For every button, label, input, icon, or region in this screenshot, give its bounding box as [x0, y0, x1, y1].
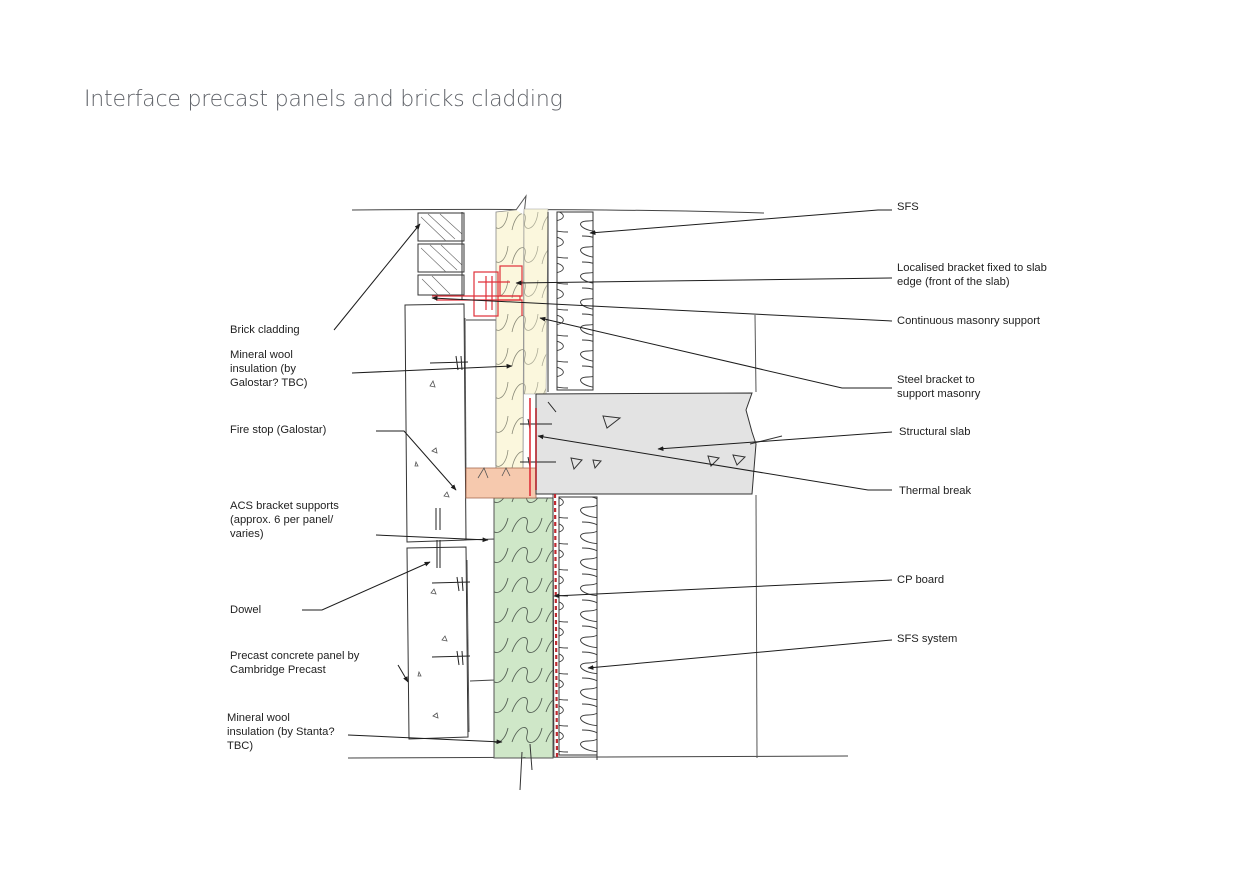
label-localised-bracket: Localised bracket fixed to slab edge (fr… — [897, 262, 1047, 288]
cp-board — [552, 493, 559, 758]
label-sfs-system: SFS system — [897, 633, 958, 645]
bottom-boundary-line — [347, 755, 849, 759]
precast-panel-upper — [404, 303, 467, 543]
label-mineral-wool-stanta: Mineral wool insulation (by Stanta? TBC) — [227, 712, 335, 752]
back-wall-lines — [754, 314, 758, 759]
label-cp-board: CP board — [897, 574, 945, 586]
thermal-break — [529, 398, 537, 496]
label-continuous-support: Continuous masonry support — [897, 315, 1041, 327]
label-thermal-break: Thermal break — [899, 485, 972, 497]
slab-aggregate-marks — [570, 415, 747, 471]
cavity-lines — [463, 319, 497, 682]
sfs-lower — [558, 496, 598, 760]
label-mineral-wool-galostar: Mineral wool insulation (by Galostar? TB… — [230, 349, 308, 389]
label-precast-panel: Precast concrete panel by Cambridge Prec… — [230, 650, 360, 676]
label-structural-slab: Structural slab — [899, 426, 971, 438]
label-sfs: SFS — [897, 201, 919, 213]
label-steel-bracket: Steel bracket to support masonry — [897, 374, 981, 400]
precast-panel-lower — [406, 546, 470, 740]
brick-cladding — [417, 212, 465, 300]
fire-stop — [465, 467, 537, 499]
top-boundary-line — [351, 208, 765, 214]
label-dowel: Dowel — [230, 604, 262, 616]
leader-lines — [302, 209, 893, 745]
structural-slab — [535, 392, 757, 495]
dowels — [429, 355, 471, 666]
label-acs-bracket: ACS bracket supports (approx. 6 per pane… — [230, 500, 339, 540]
sfs-upper — [547, 211, 594, 392]
label-fire-stop: Fire stop (Galostar) — [230, 424, 327, 436]
page-title: Interface precast panels and bricks clad… — [84, 87, 563, 112]
concrete-aggregate-marks — [414, 380, 450, 719]
label-brick-cladding: Brick cladding — [230, 324, 300, 336]
